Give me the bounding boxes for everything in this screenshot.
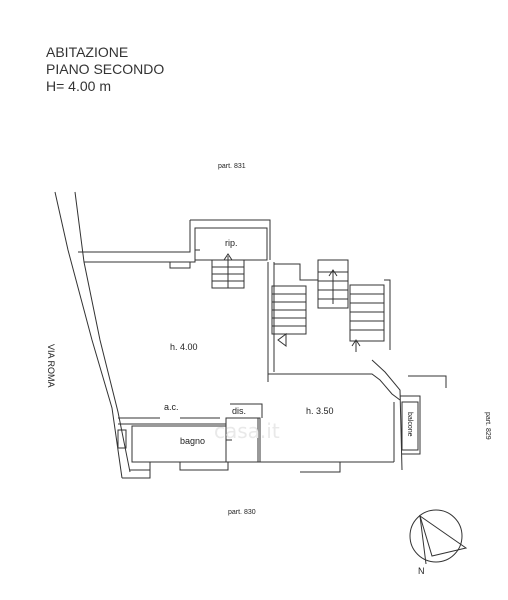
header-floor: PIANO SECONDO	[46, 61, 165, 77]
label-part-right: part. 829	[484, 412, 491, 440]
rip-upper	[190, 219, 271, 260]
wall-left-inner	[74, 191, 131, 473]
plan-header: ABITAZIONE PIANO SECONDO H= 4.00 m	[46, 44, 164, 95]
label-h-right: h. 3.50	[306, 406, 334, 416]
landing-triangle	[277, 333, 287, 347]
header-height: H= 4.00 m	[46, 78, 111, 94]
watermark-logo: casa.it	[214, 419, 280, 443]
label-rip: rip.	[225, 238, 238, 248]
stair-center-steps	[272, 293, 306, 327]
label-ac: a.c.	[164, 402, 179, 412]
wall-stub-right	[408, 375, 447, 388]
wall-mid2	[118, 423, 227, 462]
stair-right-wall	[384, 279, 391, 350]
wall-right-bottom2	[300, 462, 341, 473]
compass-needle	[419, 514, 468, 557]
stair-right-flight	[349, 284, 385, 342]
balcony-rail	[400, 395, 421, 455]
room-bagno	[131, 425, 227, 463]
label-bagno: bagno	[180, 436, 205, 446]
label-part-bottom: part. 830	[228, 509, 256, 516]
compass-circle	[409, 509, 463, 563]
stair-right-steps	[350, 293, 384, 331]
wall-stub-top	[169, 262, 191, 269]
wall-mid	[118, 403, 263, 419]
label-part-top: part. 831	[218, 163, 246, 170]
label-north: N	[418, 566, 425, 576]
label-h-main: h. 4.00	[170, 342, 198, 352]
label-street: VIA ROMA	[46, 344, 56, 388]
lower-left-notch	[122, 470, 151, 479]
wall-right-room-top	[268, 373, 401, 401]
label-dis: dis.	[232, 406, 246, 416]
header-title: ABITAZIONE	[46, 44, 129, 60]
stair-arrow-down	[351, 339, 361, 352]
balcony	[401, 401, 419, 451]
label-balcone: balcone	[406, 412, 413, 437]
compass-line	[419, 515, 427, 565]
stair-up-arrow	[328, 269, 338, 304]
stair-rip-arrow	[223, 253, 233, 288]
wall-top-outer	[78, 220, 191, 253]
wall-left-outer	[54, 191, 123, 479]
bagno-fixture	[117, 429, 127, 449]
wall-right-outer	[371, 359, 403, 471]
